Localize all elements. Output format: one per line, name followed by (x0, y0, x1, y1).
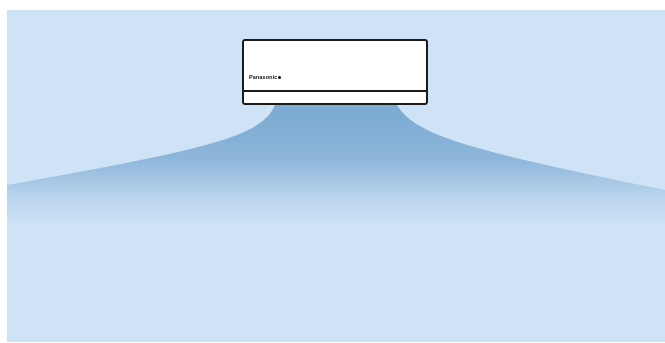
air-conditioner-unit: Panasonic (242, 39, 428, 105)
illustration-scene: Panasonic (7, 10, 665, 342)
brand-logo: Panasonic (249, 76, 281, 82)
brand-label: Panasonic (249, 75, 277, 81)
brand-dot-icon (278, 76, 281, 79)
air-vent-line (244, 90, 426, 92)
